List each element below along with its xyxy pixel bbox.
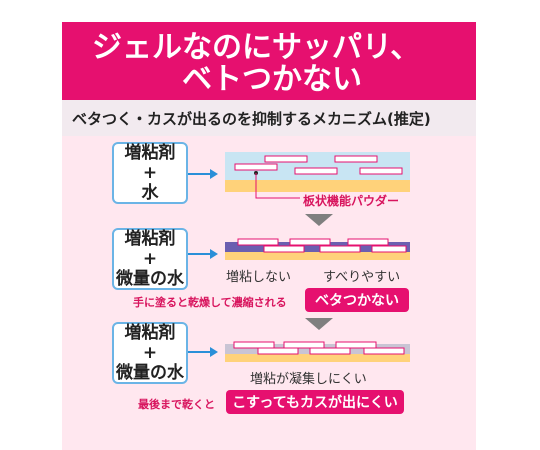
powder-plate [335,341,377,349]
pointer-line [255,173,300,199]
step3-badge: こすってもカスが出にくい [226,390,404,414]
powder-plate [263,245,305,253]
caption-no-thicken: 増粘しない [226,270,292,285]
header-banner [62,22,476,100]
powder-diagram-3 [225,341,410,362]
arrow-icon [210,249,218,259]
powder-diagram-1 [225,152,410,199]
subtitle: ベタつく・カスが出るのを抑制するメカニズム(推定) [72,110,431,128]
powder-plate [289,238,331,246]
ingredient-label: 水 [141,183,159,203]
plus-sign: + [142,249,158,269]
arrow-icon [210,347,218,357]
plus-sign: + [142,163,158,183]
arrow-line [188,351,210,353]
powder-plate [359,167,403,175]
down-arrow-icon [305,214,333,226]
powder-plate [294,167,338,175]
powder-plate [234,163,278,171]
headline-line2: ベトつかない [182,62,362,97]
ingredient-label: 微量の水 [116,269,184,289]
ingredient-box-1: 増粘剤 + 水 [112,142,188,204]
skin-layer [225,354,410,362]
powder-plate [283,341,325,349]
caption-slippery: すべりやすい [323,270,401,285]
skin-layer [225,180,410,192]
powder-plate [237,238,279,246]
powder-plate [371,245,407,253]
ingredient-label: 微量の水 [116,363,184,383]
powder-diagram-2 [225,238,410,260]
step3-text: 最後まで乾くと [138,398,215,411]
arrow-line [188,253,210,255]
step2-badge: ベタつかない [305,288,409,312]
powder-plate [319,245,361,253]
powder-plate [264,155,308,163]
arrow-line [188,173,210,175]
headline-line1: ジェルなのにサッパリ、 [92,30,421,65]
step2-text: 手に塗ると乾燥して濃縮される [133,296,287,309]
skin-layer [225,252,410,260]
arrow-icon [210,169,218,179]
powder-plate [309,347,351,355]
caption-aggregate: 増粘が凝集しにくい [250,372,367,387]
powder-label: 板状機能パウダー [303,194,400,208]
down-arrow-icon [305,318,333,330]
ingredient-label: 増粘剤 [124,143,176,163]
subtitle-band [62,100,476,136]
ingredient-label: 増粘剤 [124,229,176,249]
powder-plate [363,347,405,355]
powder-plate [257,347,299,355]
powder-plate [233,341,275,349]
powder-plate [347,238,389,246]
powder-plate [334,155,378,163]
thickener-layer [225,242,410,252]
ingredient-box-3: 増粘剤 + 微量の水 [112,322,188,384]
ingredient-box-2: 増粘剤 + 微量の水 [112,228,188,290]
ingredient-label: 増粘剤 [124,323,176,343]
plus-sign: + [142,343,158,363]
